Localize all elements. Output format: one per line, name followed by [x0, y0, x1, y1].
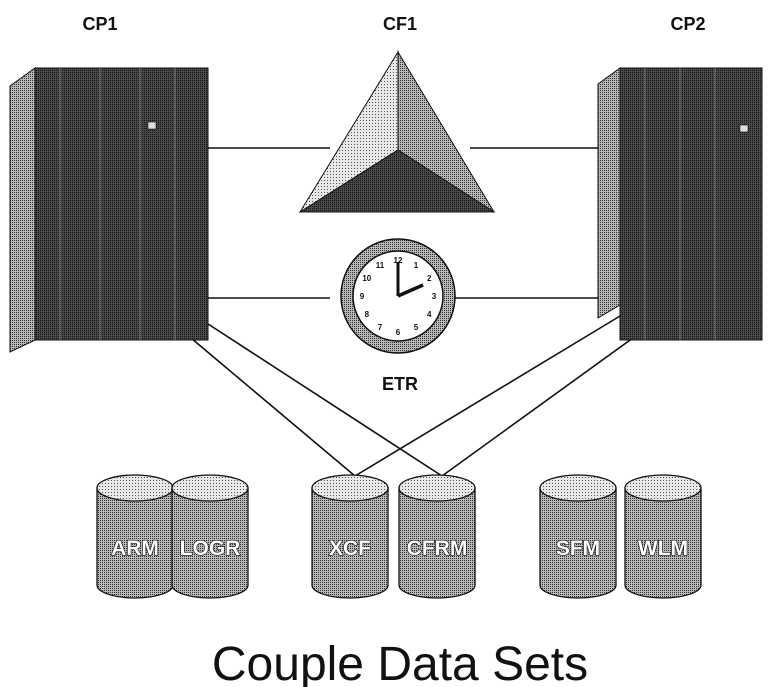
clock-number: 11	[376, 261, 385, 270]
data-set-label: WLM	[638, 537, 688, 560]
clock-number: 3	[432, 292, 437, 301]
link-cp2-cfrm	[441, 321, 656, 477]
clock-number: 7	[378, 323, 383, 332]
data-set-cylinder-xcf: XCF	[311, 474, 389, 599]
clock-number: 4	[427, 310, 432, 319]
caption: Couple Data Sets	[212, 638, 588, 687]
clock-number: 1	[414, 261, 419, 270]
data-set-cylinder-sfm: SFM	[539, 474, 617, 599]
data-set-cylinder-logr: LOGR	[171, 474, 249, 599]
clock-number: 8	[365, 310, 370, 319]
data-set-label: LOGR	[180, 537, 241, 560]
data-set-label: SFM	[556, 537, 600, 560]
data-set-label: CFRM	[407, 537, 468, 560]
cp2-label: CP2	[670, 14, 705, 34]
couple-data-sets: ARM LOGR XCF CFRM SFM WLM	[96, 474, 702, 599]
cp1-mainframe	[9, 67, 209, 353]
cp1-label: CP1	[82, 14, 117, 34]
clock-number: 6	[396, 328, 401, 337]
clock-number: 10	[362, 274, 371, 283]
data-set-label: XCF	[329, 537, 371, 560]
cp2-mainframe	[597, 67, 763, 341]
data-set-label: ARM	[111, 537, 159, 560]
cf1-label: CF1	[383, 14, 417, 34]
etr-label: ETR	[382, 374, 418, 394]
cf1-pyramid	[298, 50, 496, 213]
data-set-cylinder-cfrm: CFRM	[398, 474, 476, 599]
connection-lines	[184, 147, 656, 477]
data-set-cylinder-arm: ARM	[96, 474, 174, 599]
link-cp1-cfrm	[204, 321, 443, 477]
clock-number: 5	[414, 323, 419, 332]
data-set-cylinder-wlm: WLM	[624, 474, 702, 599]
link-cp1-xcf	[184, 332, 356, 477]
clock-number: 9	[360, 292, 365, 301]
clock-number: 2	[427, 274, 432, 283]
clock-number: 12	[394, 256, 403, 265]
link-cp2-xcf	[354, 309, 631, 477]
